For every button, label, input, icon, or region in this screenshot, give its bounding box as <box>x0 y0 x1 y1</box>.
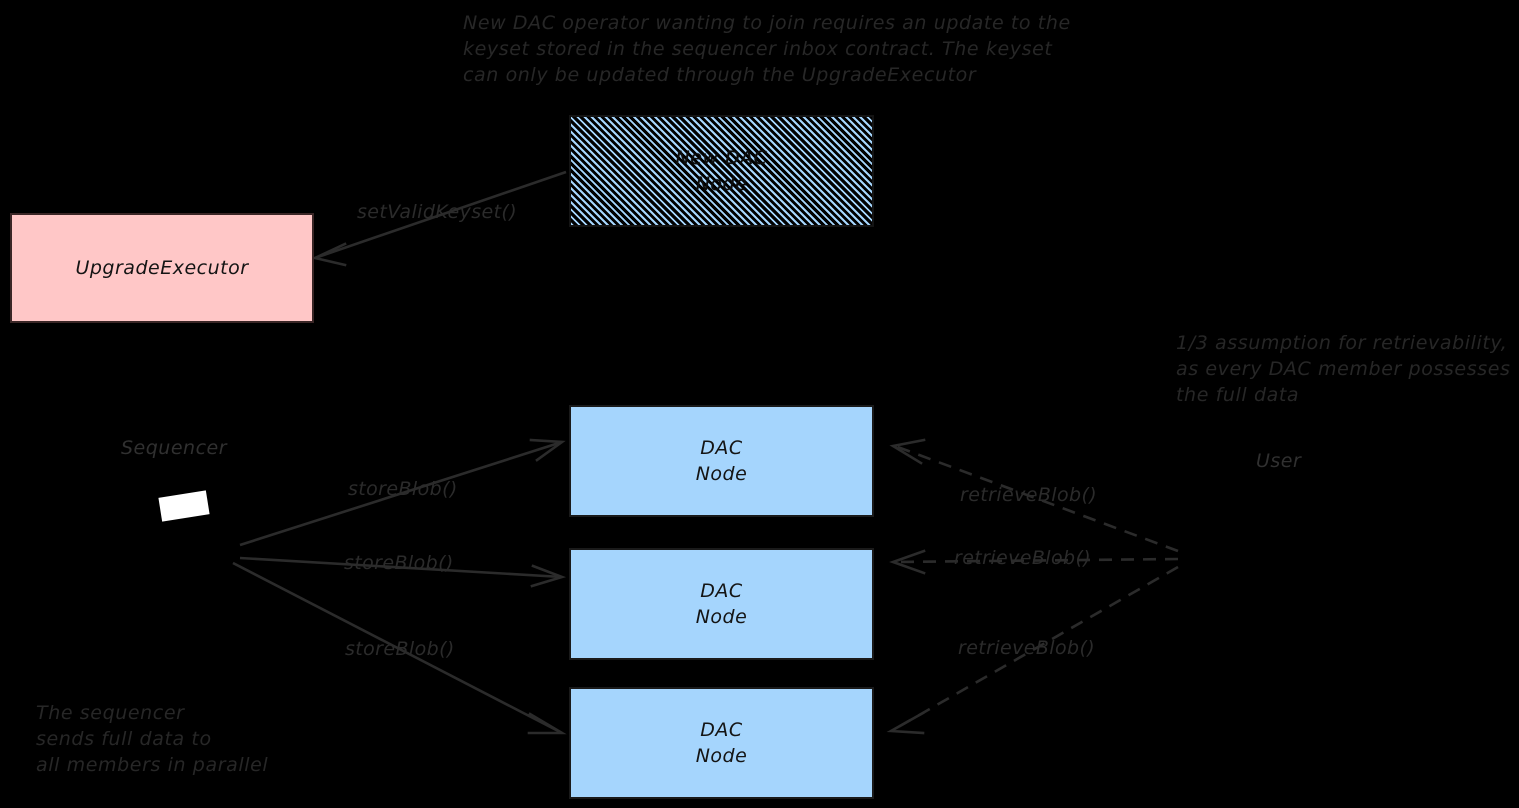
edge-label-retrieve-blob-3: retrieveBlob() <box>958 637 1096 659</box>
edge-label-store-blob-3: storeBlob() <box>345 638 455 660</box>
node-upgrade-executor[interactable]: UpgradeExecutor <box>10 213 314 323</box>
actor-label-user: User <box>1256 450 1302 472</box>
annotation-keyset-update: New DAC operator wanting to join require… <box>463 12 1071 86</box>
edge-label-retrieve-blob-2: retrieveBlob() <box>954 547 1092 569</box>
edge-label-retrieve-blob-1: retrieveBlob() <box>960 484 1098 506</box>
actor-label-sequencer: Sequencer <box>121 437 228 459</box>
node-dac-node-3[interactable]: DAC Node <box>569 687 874 799</box>
node-new-dac-node[interactable]: New DAC Node <box>569 115 874 227</box>
edge-label-set-valid-keyset: setValidKeyset() <box>357 201 518 223</box>
node-dac-node-3-label: DAC Node <box>695 719 748 767</box>
node-dac-node-2[interactable]: DAC Node <box>569 548 874 660</box>
node-dac-node-1[interactable]: DAC Node <box>569 405 874 517</box>
edge-label-store-blob-2: storeBlob() <box>344 552 454 574</box>
edge-label-store-blob-1: storeBlob() <box>348 478 458 500</box>
node-upgrade-executor-label: UpgradeExecutor <box>75 257 249 279</box>
sequencer-actor-icon <box>158 490 210 522</box>
node-new-dac-node-label: New DAC Node <box>675 147 768 195</box>
annotation-sequencer-parallel: The sequencer sends full data to all mem… <box>36 702 269 776</box>
annotation-retrievability: 1/3 assumption for retrievability, as ev… <box>1176 332 1511 406</box>
node-dac-node-2-label: DAC Node <box>695 580 748 628</box>
node-dac-node-1-label: DAC Node <box>695 437 748 485</box>
